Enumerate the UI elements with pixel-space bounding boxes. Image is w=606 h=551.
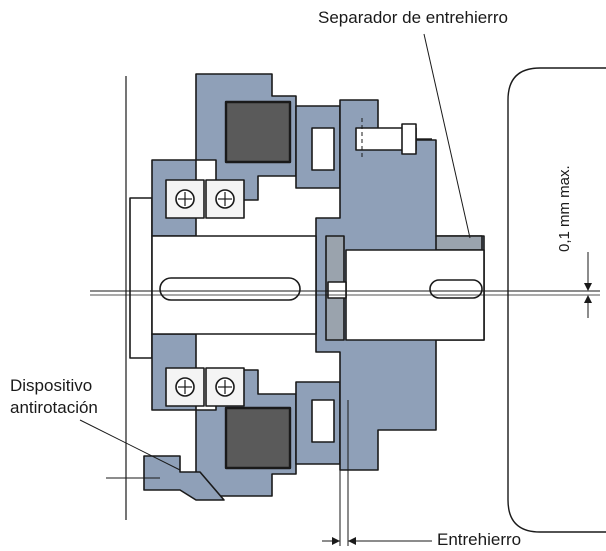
- label-max-gap: 0,1 mm max.: [556, 165, 573, 252]
- spring-pocket-upper: [311, 127, 335, 171]
- coil-upper: [224, 100, 292, 164]
- keyway-slot-right: [429, 279, 483, 299]
- coil-lower: [224, 406, 292, 470]
- label-anti-rotation-line1: Dispositivo: [10, 376, 93, 395]
- label-air-gap-spacer: Separador de entrehierro: [318, 8, 508, 27]
- motor-housing: [507, 67, 606, 533]
- leader-anti-rotation: [79, 419, 181, 471]
- keyway-slot: [159, 277, 301, 301]
- air-gap-spacer: [435, 235, 483, 251]
- adjust-nut-upper: [401, 123, 417, 155]
- leader-spacer: [423, 33, 471, 239]
- label-anti-rotation-line2: antirotación: [10, 398, 98, 417]
- anti-rotation-device: [143, 455, 225, 501]
- label-air-gap: Entrehierro: [437, 530, 522, 549]
- mounting-flange: [129, 197, 153, 359]
- center-bolt: [327, 281, 347, 299]
- spring-pocket-lower: [311, 399, 335, 443]
